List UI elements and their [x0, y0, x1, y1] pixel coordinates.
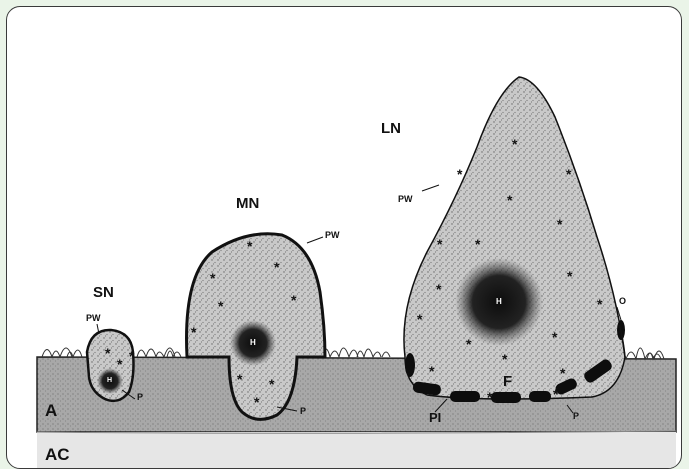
marker-asterisk: *: [436, 282, 441, 296]
marker-asterisk: *: [512, 137, 517, 151]
marker-asterisk: *: [457, 167, 462, 181]
label-a: A: [45, 401, 57, 421]
marker-asterisk: *: [291, 293, 296, 307]
marker-asterisk: *: [557, 217, 562, 231]
label-pw-medium: PW: [325, 230, 340, 240]
marker-asterisk: *: [210, 271, 215, 285]
lower-area: [37, 432, 676, 469]
marker-asterisk: *: [475, 237, 480, 251]
marker-asterisk: *: [417, 312, 422, 326]
label-p-small: P: [137, 392, 143, 402]
marker-asterisk: *: [129, 349, 134, 363]
marker-asterisk: *: [597, 297, 602, 311]
marker-asterisk: *: [105, 346, 110, 360]
label-large-nodule: LN: [381, 120, 401, 137]
label-o: O: [619, 296, 626, 306]
label-pw-large: PW: [398, 194, 413, 204]
figure-card: SN MN LN PW PW PW P P P H H H F PI O A A…: [6, 6, 682, 469]
marker-asterisk: *: [191, 325, 196, 339]
label-p-medium: P: [300, 406, 306, 416]
label-p-large: P: [573, 411, 579, 421]
label-ac: AC: [45, 445, 70, 465]
label-h-small: H: [107, 377, 112, 384]
marker-asterisk: *: [552, 330, 557, 344]
label-medium-nodule: MN: [236, 195, 259, 212]
label-pw-small: PW: [86, 313, 101, 323]
marker-asterisk: *: [269, 377, 274, 391]
marker-asterisk: *: [553, 387, 558, 401]
marker-asterisk: *: [274, 260, 279, 274]
marker-asterisk: *: [566, 167, 571, 181]
marker-asterisk: *: [567, 269, 572, 283]
marker-asterisk: *: [507, 193, 512, 207]
label-small-nodule: SN: [93, 284, 114, 301]
marker-asterisk: *: [218, 299, 223, 313]
marker-asterisk: *: [437, 237, 442, 251]
label-pi: PI: [429, 410, 441, 425]
label-h-medium: H: [250, 338, 256, 347]
label-f: F: [503, 373, 512, 390]
nodule-illustration: [7, 7, 682, 469]
marker-asterisk: *: [466, 337, 471, 351]
marker-asterisk: *: [487, 390, 492, 404]
marker-asterisk: *: [117, 357, 122, 371]
label-h-large: H: [496, 297, 502, 306]
marker-asterisk: *: [237, 372, 242, 386]
marker-asterisk: *: [247, 239, 252, 253]
marker-asterisk: *: [560, 366, 565, 380]
marker-asterisk: *: [502, 352, 507, 366]
marker-asterisk: *: [254, 395, 259, 409]
marker-asterisk: *: [429, 364, 434, 378]
